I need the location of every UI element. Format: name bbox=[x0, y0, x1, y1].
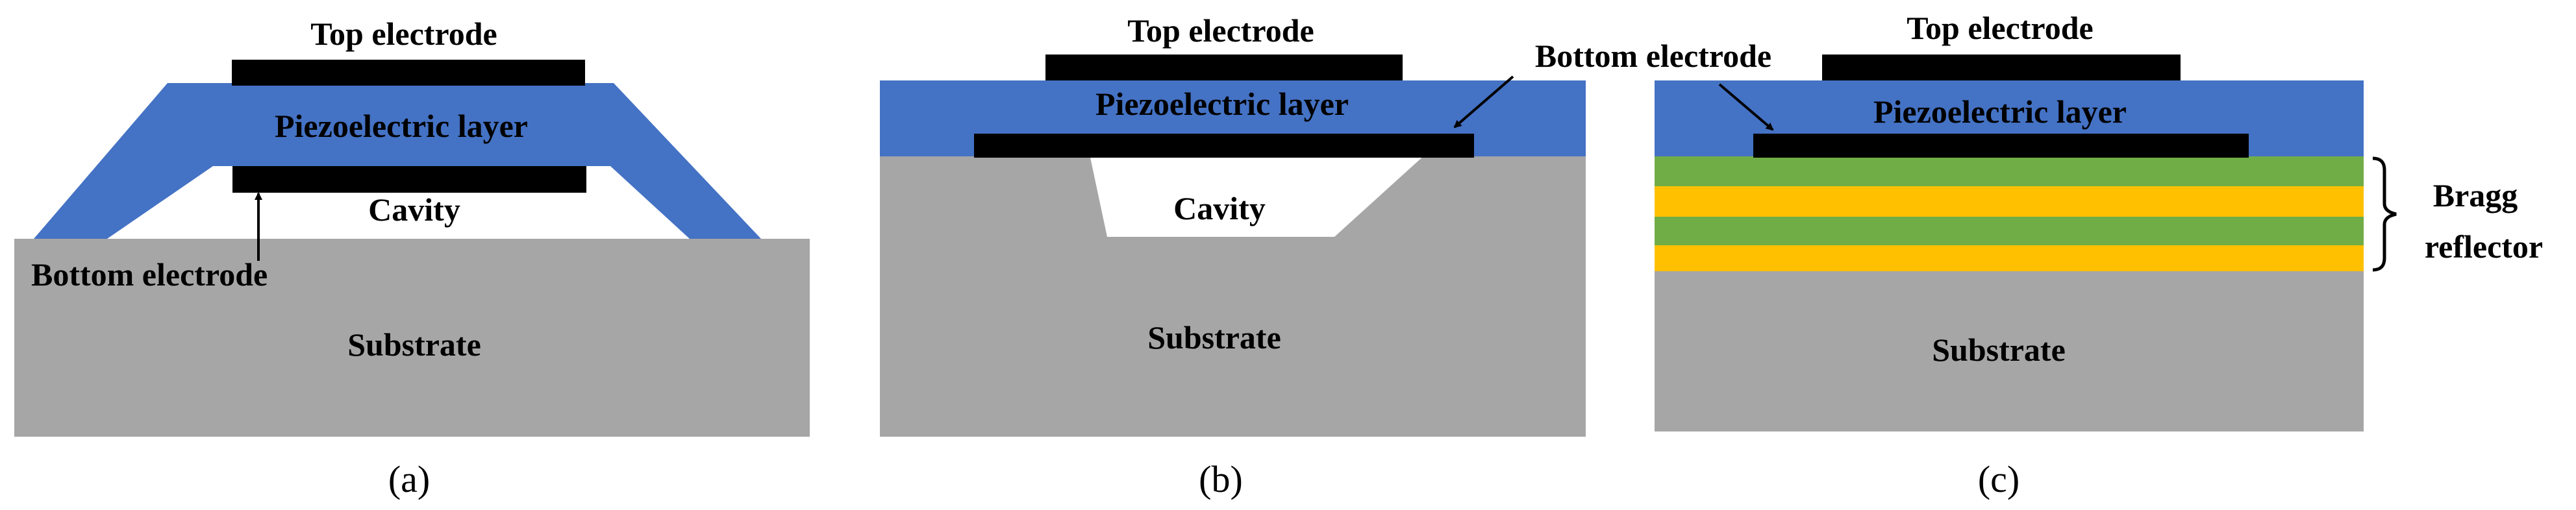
label-bottom-electrode-b: Bottom electrode bbox=[1535, 38, 1771, 74]
label-piezo-a: Piezoelectric layer bbox=[275, 108, 528, 144]
substrate-c bbox=[1655, 271, 2364, 431]
substrate-b bbox=[880, 154, 1586, 437]
label-bottom-electrode-a: Bottom electrode bbox=[31, 256, 268, 293]
label-top-electrode-c: Top electrode bbox=[1907, 10, 2093, 46]
caption-b: (b) bbox=[1199, 458, 1243, 500]
bragg-layer-green-2 bbox=[1655, 217, 2364, 245]
bragg-layer-yellow-1 bbox=[1655, 186, 2364, 217]
caption-a: (a) bbox=[388, 458, 430, 500]
label-bragg-line2: reflector bbox=[2425, 228, 2543, 265]
top-electrode-b bbox=[1045, 55, 1403, 80]
bragg-bracket bbox=[2372, 156, 2397, 272]
label-piezo-b: Piezoelectric layer bbox=[1095, 86, 1349, 122]
panel-b: Top electrode Bottom electrode Piezoelec… bbox=[880, 12, 1771, 500]
label-substrate-b: Substrate bbox=[1147, 319, 1281, 356]
bottom-electrode-b bbox=[974, 134, 1474, 158]
bragg-layer-yellow-2 bbox=[1655, 245, 2364, 271]
label-top-electrode-a: Top electrode bbox=[310, 16, 497, 52]
arrow-bottom-electrode-b bbox=[1453, 75, 1514, 128]
label-piezo-c: Piezoelectric layer bbox=[1873, 93, 2127, 130]
bottom-electrode-c bbox=[1753, 134, 2249, 158]
bragg-layer-green-1 bbox=[1655, 156, 2364, 186]
label-top-electrode-b: Top electrode bbox=[1127, 12, 1314, 49]
label-substrate-a: Substrate bbox=[347, 326, 481, 363]
bottom-electrode-a bbox=[232, 166, 586, 193]
arrow-bottom-electrode-c bbox=[1718, 83, 1774, 131]
piezo-layer-a bbox=[34, 83, 761, 239]
top-electrode-a bbox=[232, 60, 585, 86]
panel-a: Top electrode Piezoelectric layer Cavity… bbox=[14, 16, 810, 500]
label-cavity-b: Cavity bbox=[1173, 190, 1266, 226]
panel-c: Top electrode Piezoelectric layer Substr… bbox=[1655, 10, 2543, 500]
label-bragg-line1: Bragg bbox=[2433, 177, 2518, 213]
caption-c: (c) bbox=[1978, 458, 2020, 500]
substrate-a bbox=[14, 239, 810, 437]
top-electrode-c bbox=[1822, 55, 2181, 80]
label-substrate-c: Substrate bbox=[1932, 332, 2066, 368]
label-cavity-a: Cavity bbox=[368, 191, 460, 228]
